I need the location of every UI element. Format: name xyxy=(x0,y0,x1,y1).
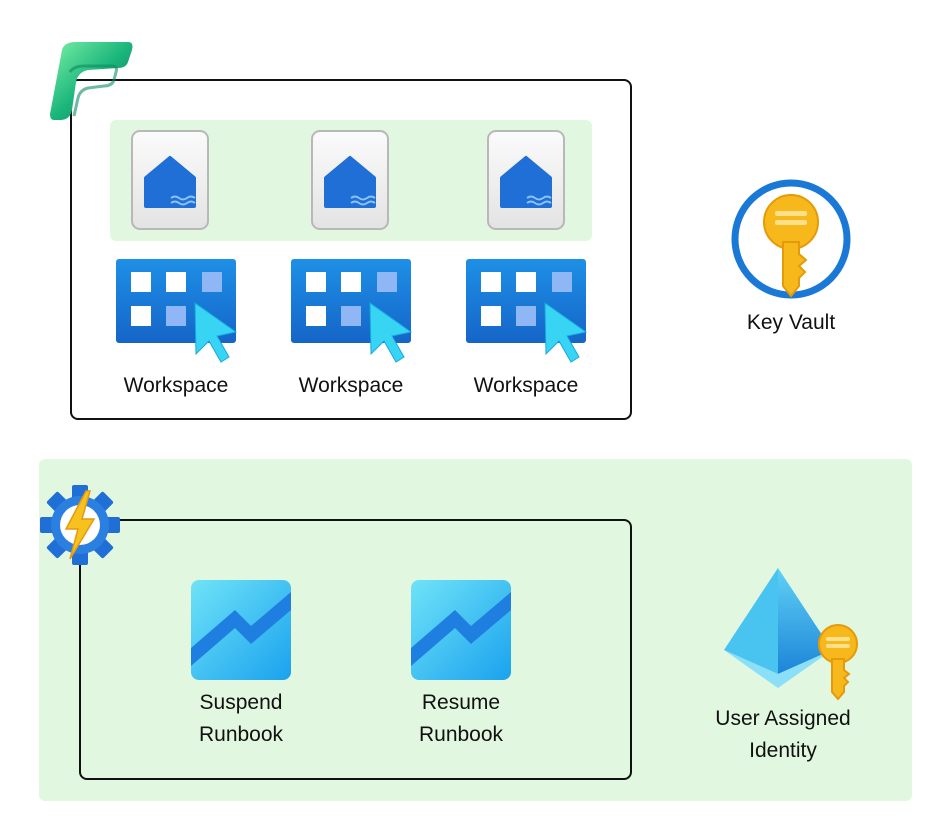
user-assigned-identity-icon xyxy=(720,566,865,702)
suspend-runbook-label: Suspend Runbook xyxy=(198,691,284,746)
lakehouse-icon xyxy=(311,130,389,230)
fabric-logo-icon xyxy=(48,40,134,122)
workspace-icon xyxy=(466,259,588,365)
workspace-icon xyxy=(116,259,238,365)
automation-account-frame xyxy=(79,519,632,780)
key-vault-icon xyxy=(730,178,852,300)
user-assigned-identity-label: User Assigned Identity xyxy=(715,707,851,762)
runbook-icon xyxy=(191,580,291,680)
lakehouse-icon xyxy=(131,130,209,230)
workspace-icon xyxy=(291,259,413,365)
workspace-label: Workspace xyxy=(473,374,579,397)
key-vault-label: Key Vault xyxy=(746,311,836,334)
automation-gear-icon xyxy=(38,483,124,567)
runbook-icon xyxy=(411,580,511,680)
resume-runbook-label: Resume Runbook xyxy=(418,691,504,746)
workspace-label: Workspace xyxy=(298,374,404,397)
workspace-label: Workspace xyxy=(123,374,229,397)
fabric-capacity-frame xyxy=(70,79,632,420)
lakehouse-icon xyxy=(487,130,565,230)
